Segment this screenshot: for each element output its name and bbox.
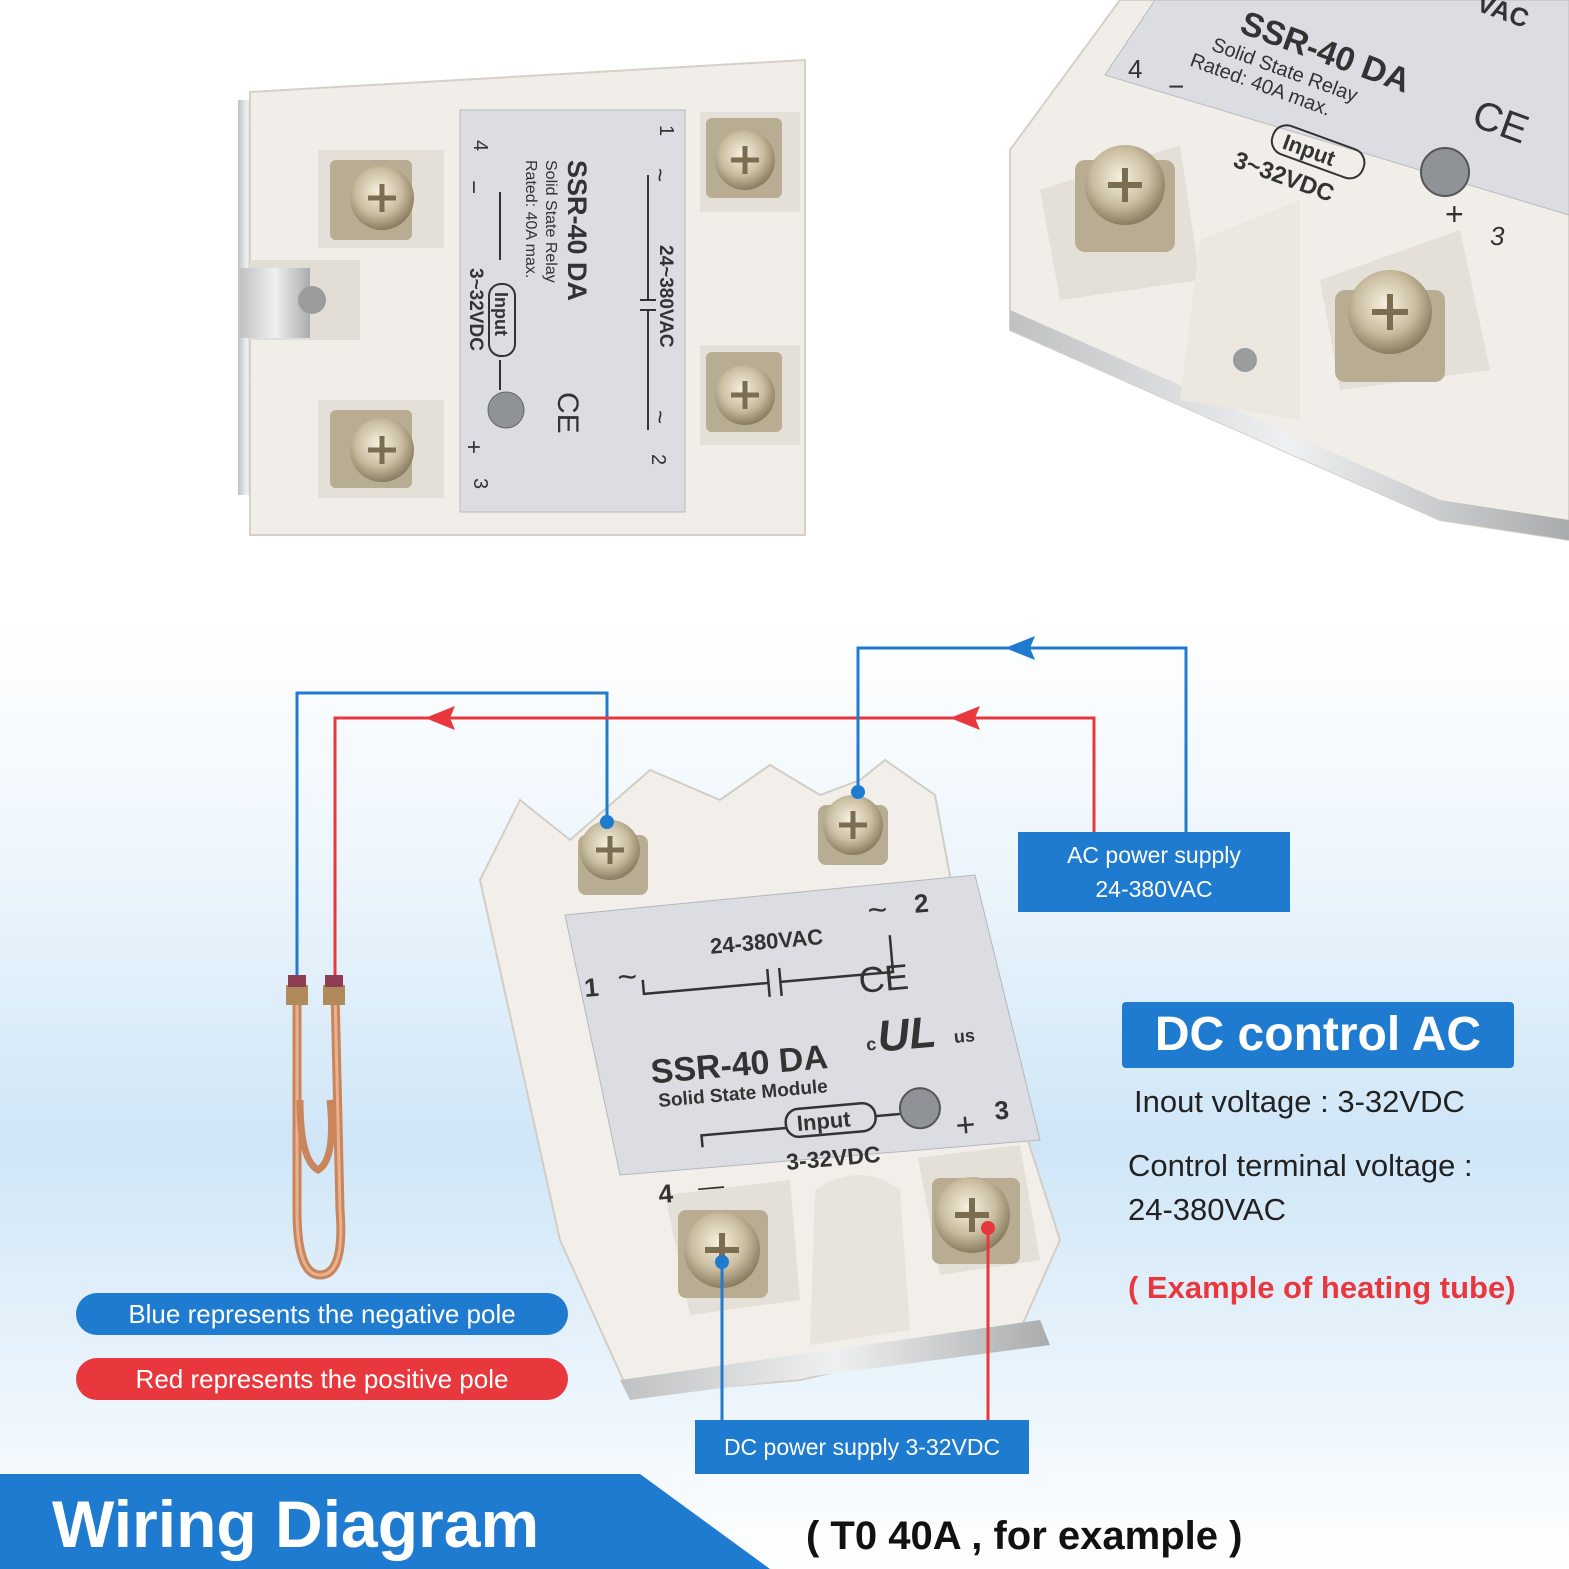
desc-text: Solid State Relay (542, 160, 559, 283)
rated-text: Rated: 40A max. (522, 160, 539, 278)
terminal-2: 2 (647, 454, 669, 465)
screw-icon (706, 118, 782, 198)
terminal-4: 4 (657, 1178, 675, 1209)
plus-sign: + (460, 440, 487, 454)
arrow-left-icon (1005, 636, 1035, 660)
footer-banner (0, 1474, 770, 1569)
screw-icon (330, 410, 414, 488)
mount-hole (1233, 348, 1257, 372)
ul-mark: UL (875, 1008, 938, 1062)
screw-icon (706, 352, 782, 432)
legend-negative: Blue represents the negative pole (76, 1293, 568, 1335)
tilde-2: ~ (866, 890, 889, 930)
model-text: SSR-40 DA (562, 160, 592, 301)
terminal-1: 1 (655, 125, 677, 136)
footer-title: Wiring Diagram (52, 1487, 540, 1561)
arrow-left-icon (425, 706, 455, 730)
screw-icon (330, 160, 414, 240)
spec-title: DC control AC (1122, 1002, 1514, 1068)
plus-sign: + (1445, 196, 1464, 232)
indicator-led (898, 1087, 941, 1130)
terminal-4: 4 (469, 140, 491, 151)
arrow-left-icon (950, 706, 980, 730)
minus-sign: − (1168, 71, 1184, 102)
input-voltage-text: 3~32VDC (465, 268, 486, 351)
red-wire-load (333, 716, 1096, 975)
ul-us: us (953, 1025, 976, 1047)
input-label: Input (796, 1106, 852, 1136)
screw-icon (1335, 270, 1445, 382)
ac-supply-label: AC power supply (1067, 842, 1241, 868)
input-voltage-spec: Inout voltage : 3-32VDC (1134, 1084, 1465, 1119)
indicator-led (487, 391, 525, 429)
minus-sign: − (460, 180, 487, 194)
terminal-3: 3 (469, 478, 491, 489)
terminal-3: 3 (1490, 221, 1505, 251)
control-voltage-value: 24-380VAC (1128, 1192, 1286, 1227)
tilde-1: ~ (646, 168, 673, 182)
dc-supply-callout: DC power supply 3-32VDC (695, 1420, 1029, 1474)
ac-supply-callout: AC power supply 24-380VAC (1018, 832, 1290, 912)
ce-mark: CE (551, 392, 584, 434)
example-note: ( Example of heating tube) (1128, 1270, 1516, 1305)
tilde-1: ~ (616, 957, 639, 997)
ce-mark: CE (857, 956, 910, 1001)
input-label: Input (491, 292, 511, 336)
control-voltage-label: Control terminal voltage : (1128, 1148, 1473, 1183)
ac-supply-voltage: 24-380VAC (1095, 876, 1213, 902)
terminal-2: 2 (913, 888, 930, 919)
mount-hole (298, 286, 326, 314)
terminal-4: 4 (1128, 54, 1142, 84)
load-voltage-text: 24~380VAC (655, 245, 676, 348)
ul-c: c (865, 1034, 877, 1055)
footer-note: ( T0 40A , for example ) (806, 1514, 1243, 1558)
indicator-led (1420, 147, 1470, 197)
screw-icon (1075, 145, 1175, 252)
plus-sign: + (954, 1106, 977, 1146)
legend-positive: Red represents the positive pole (76, 1358, 568, 1400)
heating-tube (286, 975, 346, 1280)
screw-icon (818, 795, 888, 865)
tilde-2: ~ (646, 410, 673, 424)
screw-icon (578, 820, 648, 895)
minus-sign: — (697, 1170, 726, 1202)
terminal-3: 3 (993, 1095, 1010, 1126)
screw-icon (932, 1177, 1020, 1264)
terminal-1: 1 (583, 972, 600, 1003)
screw-icon (678, 1210, 768, 1298)
blue-wire-load (295, 691, 609, 975)
